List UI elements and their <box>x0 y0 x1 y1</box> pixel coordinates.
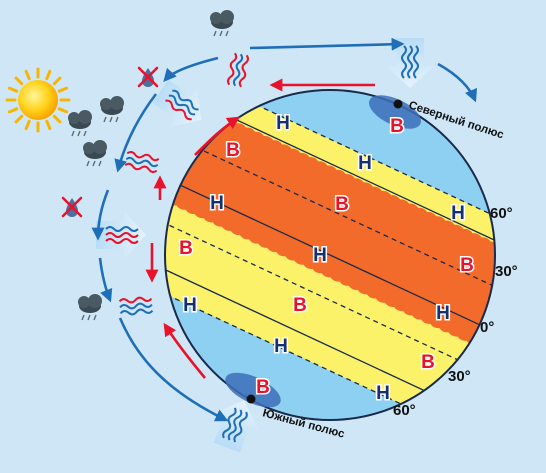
tropical-zone <box>165 90 495 371</box>
lat-30n-line <box>165 120 495 316</box>
air-current-wave <box>165 99 192 121</box>
low-pressure-label: Н <box>183 295 197 316</box>
sun-ray <box>52 76 62 86</box>
low-pressure-label: Н <box>210 193 224 214</box>
rain-clouds <box>68 10 234 321</box>
air-current-wave <box>105 226 139 232</box>
cold-flow-arrow <box>437 62 477 103</box>
rain-cloud-icon <box>78 294 102 321</box>
cold-flow-arrow <box>91 189 110 241</box>
air-current-wave <box>172 89 199 111</box>
sun-ray <box>7 107 19 114</box>
lat-60s-label: 60° <box>393 402 416 419</box>
high-pressure-label: В <box>335 194 349 215</box>
air-current-wave <box>105 238 139 244</box>
no-rain-markers <box>61 66 159 218</box>
air-current-wave <box>168 94 196 116</box>
sun-ray <box>45 119 52 131</box>
north-pole-dot <box>393 99 403 109</box>
low-pressure-label: Н <box>276 113 290 134</box>
high-pressure-label: В <box>421 352 435 373</box>
rain-cloud-icon <box>83 140 107 167</box>
south-polar-cap <box>225 372 281 408</box>
globe-outline <box>164 89 496 421</box>
air-current-wave <box>233 411 248 443</box>
north-polar-cap <box>369 95 421 129</box>
air-current-wave <box>222 407 237 439</box>
sun-ray <box>57 86 69 93</box>
lat-30n-label: 30° <box>495 263 518 280</box>
sun-ray <box>24 69 31 81</box>
air-current-wave <box>238 54 250 88</box>
rain-cloud-icon <box>210 10 234 37</box>
air-current-wave <box>226 52 238 86</box>
high-pressure-label: В <box>226 140 240 161</box>
warm-flow-arrows <box>145 78 375 379</box>
high-pressure-label: В <box>460 255 474 276</box>
equator-line <box>165 157 495 353</box>
lat-60n-label: 60° <box>490 205 513 222</box>
low-pressure-label: Н <box>274 336 288 357</box>
cold-flow-arrows <box>91 37 477 422</box>
low-pressure-label: Н <box>313 245 327 266</box>
air-current-wave <box>126 150 160 162</box>
air-current-wave <box>407 45 413 79</box>
sun-ray <box>52 114 62 124</box>
air-current-wave <box>119 308 154 316</box>
air-current-wave <box>401 45 407 79</box>
low-pressure-label: Н <box>376 383 390 404</box>
air-current-wave <box>118 296 153 304</box>
air-current-markers <box>105 45 419 443</box>
sun-ray <box>45 69 52 81</box>
low-pressure-label: Н <box>451 203 465 224</box>
high-pressure-label: В <box>179 238 193 259</box>
sun-icon <box>5 67 71 133</box>
south-pole-dot <box>246 394 256 404</box>
cold-flow-arrow <box>118 317 229 422</box>
high-pressure-label: В <box>293 295 307 316</box>
air-current-wave <box>232 53 244 87</box>
cold-flow-arrow <box>249 37 405 51</box>
high-pressure-label: В <box>256 377 270 398</box>
warm-flow-arrow <box>194 116 241 156</box>
lat-60s-line <box>165 252 495 420</box>
pressure-labels: Н В В Н Н В Н В Н В Н В Н Н В Н В <box>178 112 476 406</box>
low-pressure-label: Н <box>436 303 450 324</box>
rain-cloud-icon <box>100 96 124 123</box>
air-current-wave <box>124 162 158 174</box>
high-pressure-label: В <box>390 116 404 137</box>
air-current-wave <box>125 156 159 168</box>
air-current-wave <box>105 232 139 238</box>
sun-ray <box>14 114 24 124</box>
lat-30s-line <box>165 194 495 390</box>
sun-ray <box>57 107 69 114</box>
warm-flow-arrow <box>163 322 206 379</box>
cold-flow-arrow <box>114 93 158 173</box>
air-current-wave <box>413 45 419 79</box>
no-rain-icon <box>137 66 159 88</box>
sun-ray <box>14 76 24 86</box>
cold-flow-arrow <box>163 56 219 82</box>
rain-cloud-icon <box>68 110 92 137</box>
lat-30s-label: 30° <box>448 368 471 385</box>
air-current-wave <box>119 302 153 310</box>
low-pressure-label: Н <box>358 153 372 174</box>
latitude-labels: 60° 30° 0° 30° 60° <box>393 205 518 419</box>
sun-ray <box>7 86 19 93</box>
sun-ray <box>24 119 31 131</box>
no-rain-icon <box>61 196 83 218</box>
air-current-wave <box>227 409 243 441</box>
cold-flow-arrow <box>98 257 113 303</box>
equator-label: 0° <box>480 319 494 336</box>
